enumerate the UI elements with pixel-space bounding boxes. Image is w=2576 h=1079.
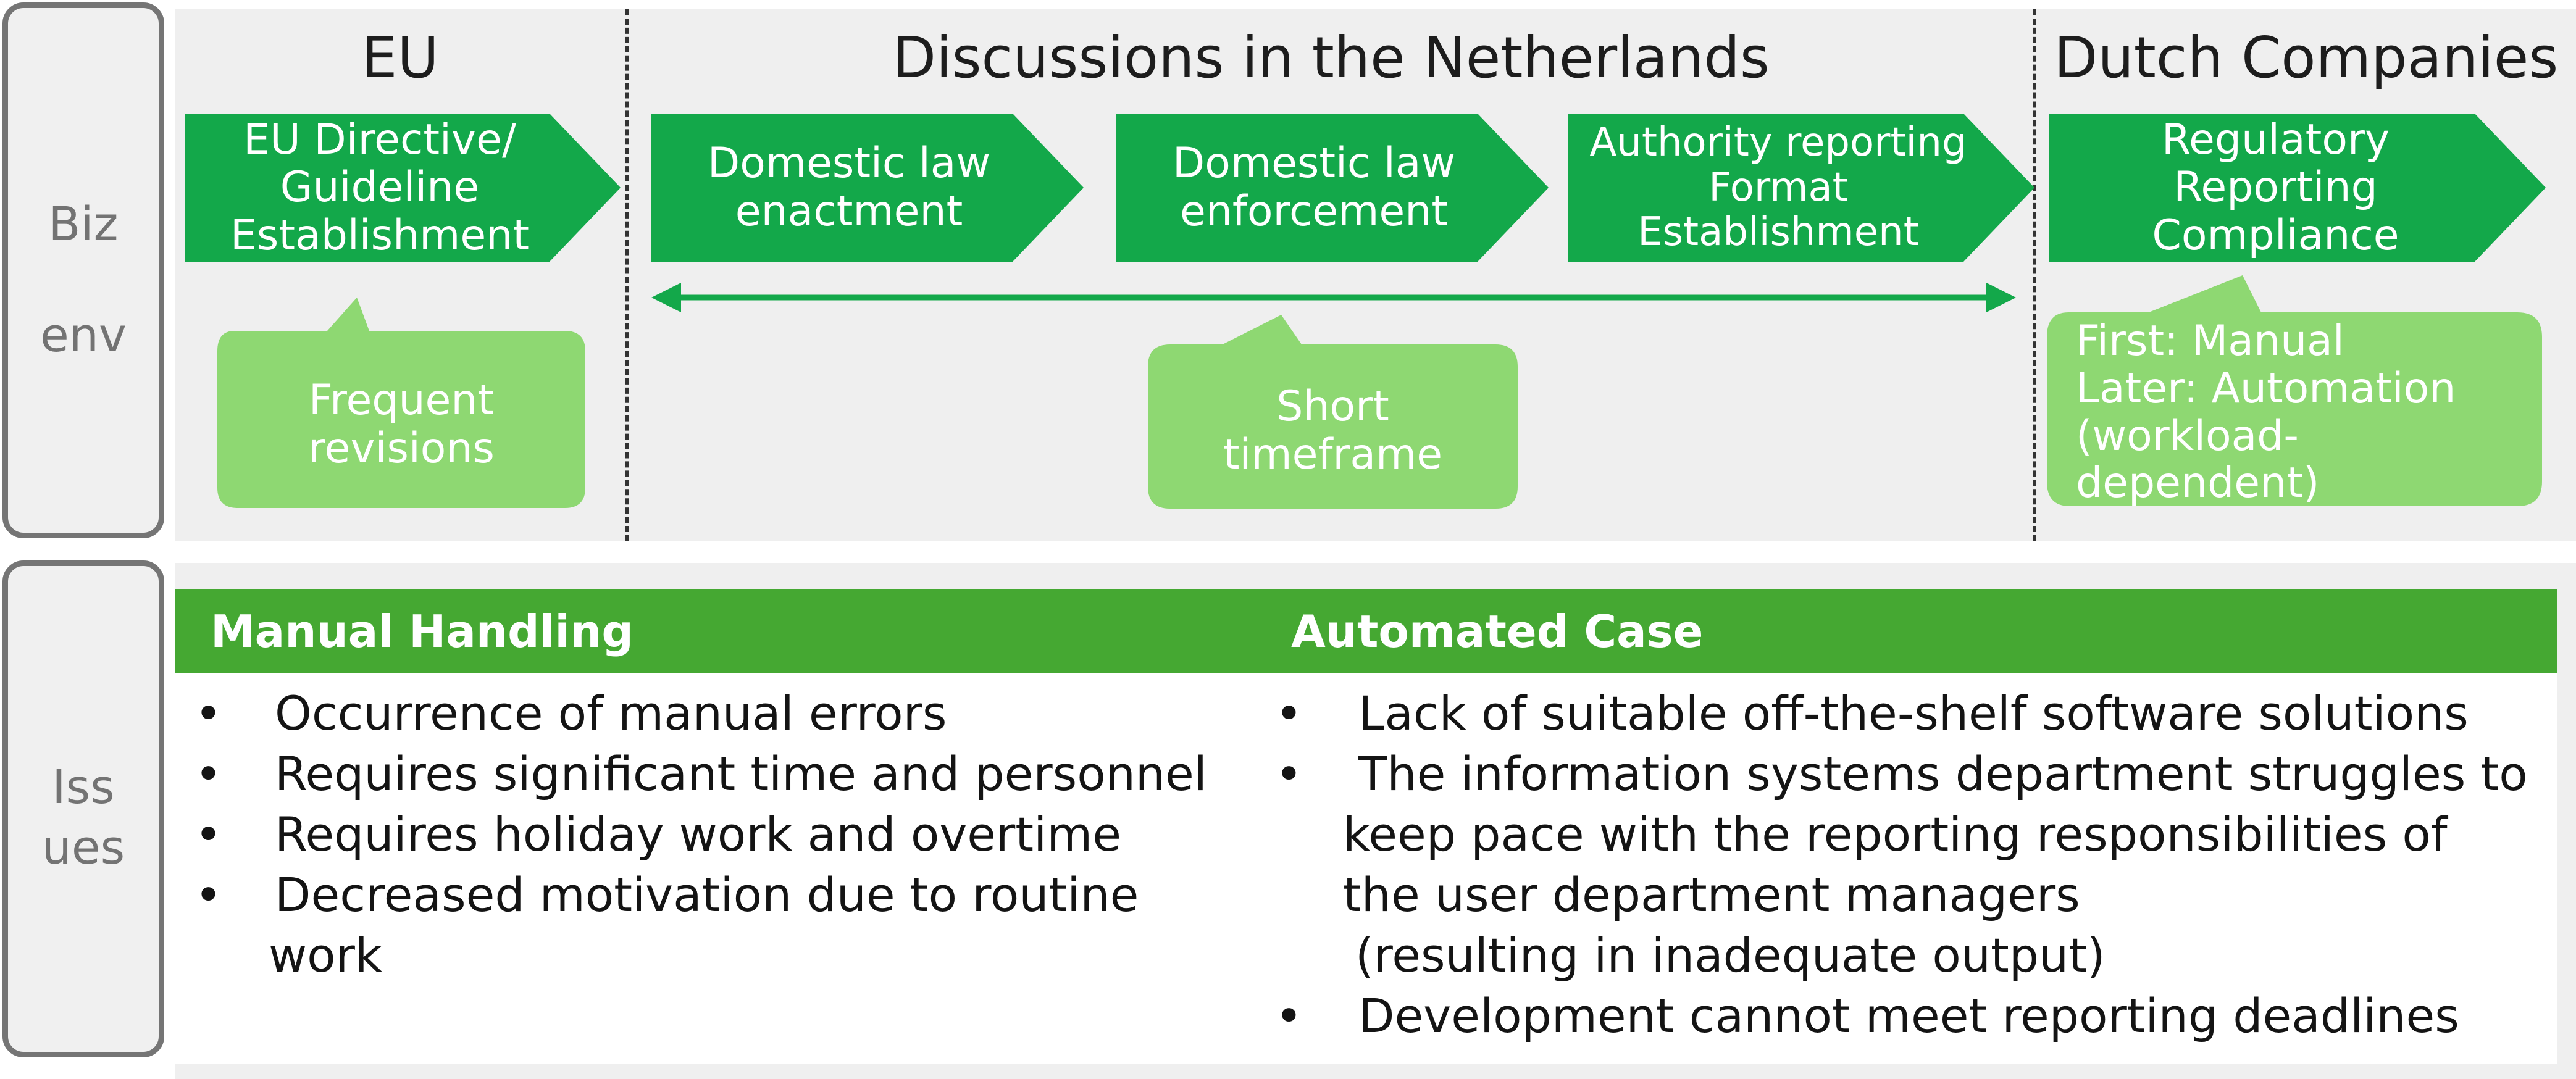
step-3-line-1: Domestic law (1172, 139, 1456, 188)
manual-issue-3: Requires holiday work and overtime (275, 807, 1122, 862)
list-item: • The information systems department str… (1275, 744, 2541, 986)
issues-body (175, 673, 2557, 1064)
callout-manual-line-4: dependent) (2076, 459, 2320, 508)
automated-issue-1: Lack of suitable off-the-shelf software … (1358, 686, 2469, 741)
automated-issue-2-line-1: The information systems department strug… (1358, 746, 2528, 801)
list-item: • Occurrence of manual errors (194, 683, 1244, 744)
callout-manual-line-2: Later: Automation (2076, 364, 2456, 413)
list-item: • Lack of suitable off-the-shelf softwar… (1275, 683, 2541, 744)
section-title-eu: EU (361, 25, 439, 91)
step-authority-reporting-format: Authority reporting Format Establishment (1568, 114, 2034, 262)
issues-header-bar: Manual Handling Automated Case (175, 589, 2557, 673)
eu-nl-divider (625, 9, 629, 541)
callout-manual-line-3: (workload- (2076, 411, 2299, 460)
bullet: • (194, 807, 222, 862)
bullet: • (194, 867, 222, 922)
step-regulatory-reporting-compliance: Regulatory Reporting Compliance (2049, 114, 2546, 262)
biz-env-label-line-2: env (40, 307, 127, 362)
list-item: • Requires significant time and personne… (194, 744, 1244, 804)
step-eu-directive-establishment: EU Directive/ Guideline Establishment (185, 114, 621, 262)
callout-frequent-revisions: Frequent revisions (217, 377, 585, 472)
automated-issues-list: • Lack of suitable off-the-shelf softwar… (1275, 683, 2541, 1046)
step-domestic-law-enactment: Domestic law enactment (651, 114, 1084, 262)
bullet: • (1275, 988, 1303, 1043)
bullet: • (194, 746, 222, 801)
callout-short-timeframe: Short timeframe (1148, 383, 1518, 478)
manual-issue-2: Requires significant time and personnel (275, 746, 1207, 801)
step-4-line-1: Authority reporting (1589, 119, 1967, 165)
manual-issue-4-line-1: Decreased motivation due to routine (275, 867, 1139, 922)
callout-frequent-line-2: revisions (308, 423, 495, 473)
callout-manual-line-1: First: Manual (2076, 317, 2344, 365)
section-title-netherlands: Discussions in the Netherlands (892, 25, 1770, 91)
nl-companies-divider (2033, 9, 2036, 541)
automated-case-title: Automated Case (1291, 606, 1704, 657)
bullet: • (1275, 686, 1303, 741)
step-4-line-3: Establishment (1637, 209, 1919, 256)
biz-env-label-line-1: Biz (48, 196, 119, 251)
step-1-line-3: Establishment (230, 210, 530, 260)
bullet: • (194, 686, 222, 741)
step-5-line-3: Compliance (2152, 210, 2399, 260)
manual-issues-list: • Occurrence of manual errors • Requires… (194, 683, 1244, 986)
step-2-line-2: enactment (735, 187, 963, 236)
list-item: • Decreased motivation due to routine wo… (194, 865, 1244, 986)
automated-issue-3: Development cannot meet reporting deadli… (1358, 988, 2459, 1043)
manual-issue-1: Occurrence of manual errors (275, 686, 947, 741)
automated-issue-2-line-3: the user department managers (1343, 867, 2080, 922)
bullet: • (1275, 746, 1303, 801)
step-4-line-2: Format (1708, 164, 1848, 210)
issues-label-box: Iss ues (2, 560, 164, 1057)
step-3-line-2: enforcement (1180, 187, 1448, 236)
issues-label-line-1: Iss (52, 759, 115, 814)
biz-env-label-box: Biz env (2, 2, 164, 538)
callout-manual-then-automation: First: Manual Later: Automation (workloa… (2076, 317, 2533, 508)
automated-issue-2-line-2: keep pace with the reporting responsibil… (1343, 807, 2448, 862)
step-5-line-2: Reporting (2173, 163, 2378, 212)
manual-issue-4-line-2: work (269, 928, 382, 983)
step-1-line-2: Guideline (280, 163, 480, 212)
section-title-dutch-companies: Dutch Companies (2054, 25, 2559, 91)
step-1-line-1: EU Directive/ (243, 115, 516, 164)
manual-handling-title: Manual Handling (211, 606, 634, 657)
list-item: • Requires holiday work and overtime (194, 804, 1244, 865)
step-5-line-1: Regulatory (2161, 115, 2390, 164)
step-2-line-1: Domestic law (707, 139, 991, 188)
timeframe-double-arrow (651, 283, 2016, 312)
step-domestic-law-enforcement: Domestic law enforcement (1116, 114, 1549, 262)
callout-short-line-2: timeframe (1223, 430, 1443, 479)
callout-short-line-1: Short (1276, 382, 1389, 431)
list-item: • Development cannot meet reporting dead… (1275, 986, 2541, 1046)
issues-label-line-2: ues (41, 820, 125, 875)
callout-frequent-line-1: Frequent (308, 376, 495, 425)
automated-issue-2-line-4: (resulting in inadequate output) (1355, 928, 2106, 983)
